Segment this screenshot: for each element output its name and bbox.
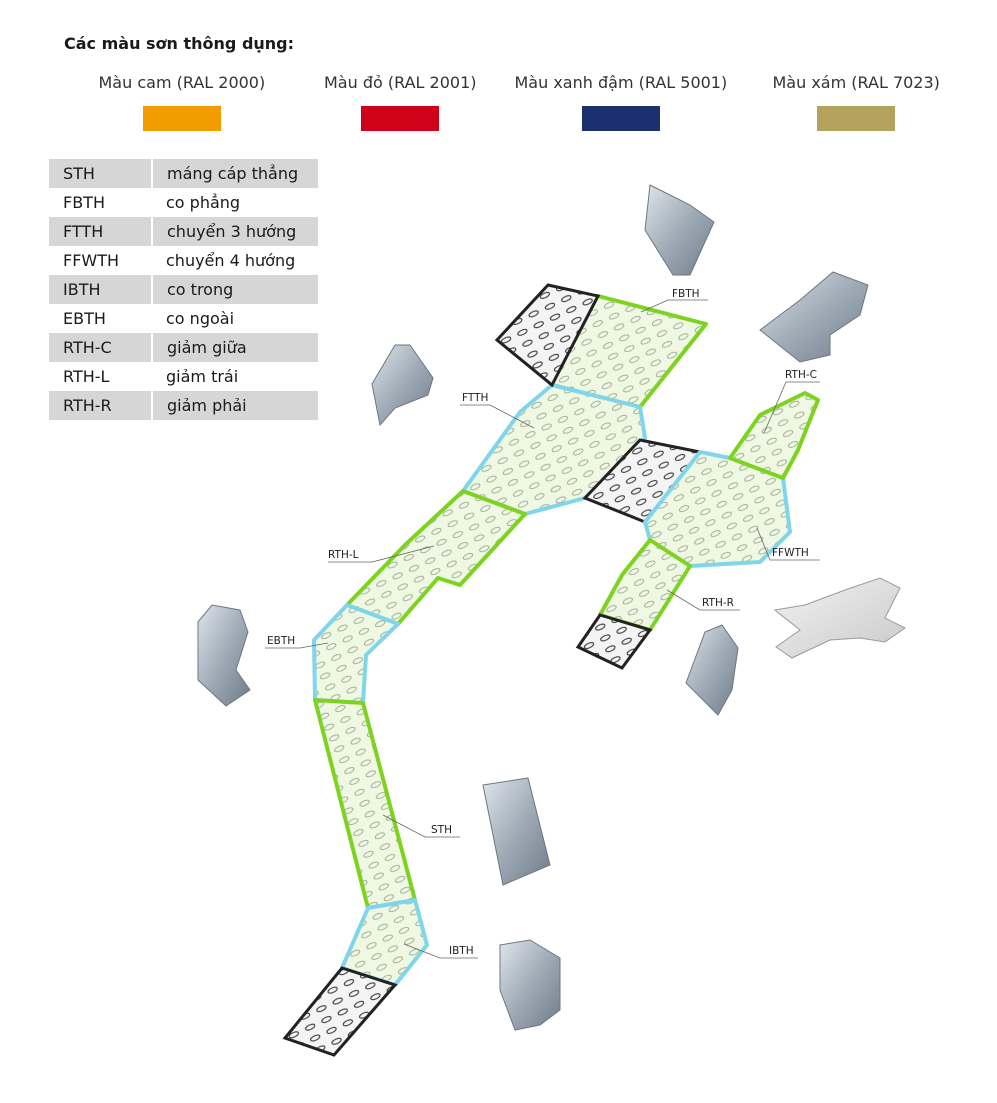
- component-code: EBTH: [63, 309, 106, 328]
- rthc-tray-segment: [728, 391, 820, 480]
- color-orange-label: Màu cam (RAL 2000): [98, 73, 266, 92]
- ffwth-product-image: [773, 577, 906, 659]
- table-row: RTH-L giảm trái: [49, 362, 318, 391]
- color-orange-swatch: [143, 106, 221, 131]
- rthl-tray-segment: [345, 489, 527, 626]
- ftth-product-image: [759, 271, 869, 363]
- ftth-callout: FTTH: [462, 392, 488, 404]
- ebth-product-image: [197, 604, 251, 707]
- ftth-leader: [460, 404, 535, 429]
- component-code: STH: [49, 159, 153, 188]
- right-plain-segment: [575, 613, 653, 670]
- component-description: máng cáp thẳng: [152, 159, 318, 188]
- rthr-leader: [666, 589, 740, 611]
- component-description: giảm trái: [166, 367, 239, 386]
- component-code: FBTH: [63, 193, 105, 212]
- sth-callout: STH: [431, 824, 452, 836]
- rthl-product-image: [371, 344, 434, 427]
- table-row: FFWTH chuyển 4 hướng: [49, 246, 318, 275]
- product-thumbnails: [197, 184, 906, 1031]
- rthr-product-image: [685, 624, 739, 716]
- fbth-leader: [640, 299, 708, 313]
- component-code: RTH-C: [49, 333, 153, 362]
- component-code: FTTH: [49, 217, 153, 246]
- rthr-callout: RTH-R: [702, 597, 734, 609]
- ebth-callout: EBTH: [267, 635, 295, 647]
- tray-assembly: [282, 283, 820, 1057]
- color-grey-label: Màu xám (RAL 7023): [772, 73, 940, 92]
- sth-product-image: [482, 777, 551, 886]
- component-description: chuyển 4 hướng: [166, 251, 296, 270]
- ibth-leader: [403, 943, 478, 959]
- rthl-leader: [328, 545, 435, 563]
- sth-tray-segment: [313, 698, 417, 910]
- color-grey-swatch: [817, 106, 895, 131]
- rthc-leader: [763, 381, 820, 434]
- component-code: FFWTH: [63, 251, 120, 270]
- rthl-callout: RTH-L: [328, 549, 359, 561]
- color-navy-label: Màu xanh đậm (RAL 5001): [514, 73, 728, 92]
- component-description: co trong: [152, 275, 318, 304]
- ffwth-callout: FFWTH: [772, 547, 809, 559]
- table-row: EBTH co ngoài: [49, 304, 318, 333]
- fbth-callout: FBTH: [672, 288, 700, 300]
- paint-colors-heading: Các màu sơn thông dụng:: [64, 34, 295, 53]
- ibth-tray-segment: [340, 898, 429, 987]
- rthc-callout: RTH-C: [785, 369, 817, 381]
- ibth-product-image: [499, 939, 561, 1031]
- component-description: chuyển 3 hướng: [152, 217, 318, 246]
- upper-plain-segment: [494, 283, 601, 388]
- callout-leaders: [265, 299, 820, 959]
- bottom-plain-segment: [282, 966, 398, 1057]
- component-code: RTH-R: [49, 391, 153, 420]
- ebth-leader: [265, 642, 329, 649]
- color-red-label: Màu đỏ (RAL 2001): [324, 73, 477, 92]
- ffwth-leader: [756, 527, 820, 561]
- color-red-swatch: [361, 106, 439, 131]
- component-description: co phẳng: [166, 193, 241, 212]
- ebth-tray-segment: [312, 603, 400, 705]
- component-description: giảm giữa: [152, 333, 318, 362]
- component-code: RTH-L: [63, 367, 110, 386]
- component-description: giảm phải: [152, 391, 318, 420]
- ibth-callout: IBTH: [449, 945, 474, 957]
- color-navy-swatch: [582, 106, 660, 131]
- component-code: IBTH: [49, 275, 153, 304]
- component-description: co ngoài: [166, 309, 235, 328]
- fbth-product-image: [644, 184, 715, 276]
- sth-leader: [382, 814, 460, 838]
- table-row: FBTH co phẳng: [49, 188, 318, 217]
